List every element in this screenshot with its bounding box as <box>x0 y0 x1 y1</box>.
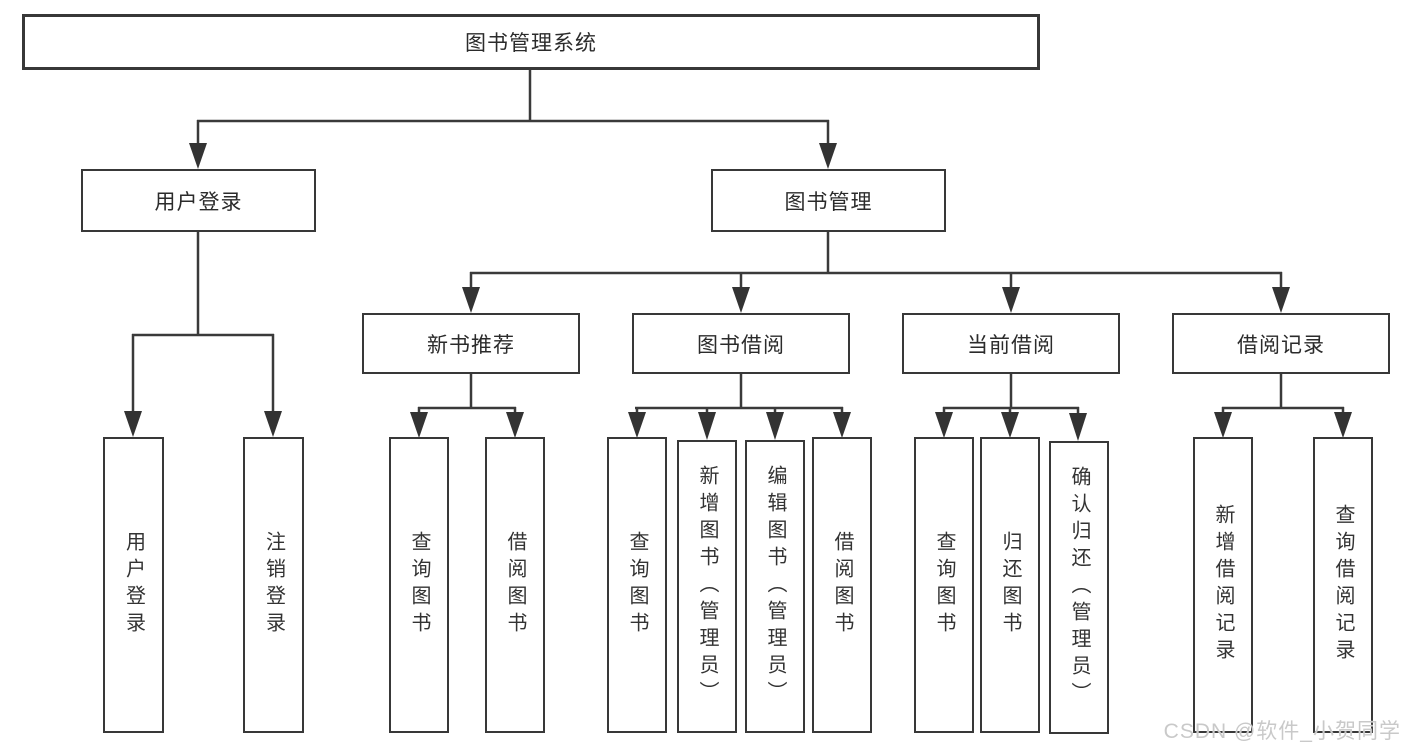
node-label: 用户登录 <box>154 190 243 214</box>
leaf-label: 查询图书 <box>933 531 955 639</box>
leaf-label: 查询图书 <box>408 531 430 639</box>
leaf-add-borrow-record: 新增借阅记录 <box>1193 437 1253 733</box>
leaf-add-book-admin: 新增图书（管理员） <box>677 440 737 733</box>
leaf-logout: 注销登录 <box>243 437 304 733</box>
leaf-label: 查询借阅记录 <box>1332 504 1354 666</box>
leaf-query-borrow-record: 查询借阅记录 <box>1313 437 1373 733</box>
leaf-query-books-borrow: 查询图书 <box>607 437 667 733</box>
leaf-label: 用户登录 <box>122 531 145 639</box>
node-library-system: 图书管理系统 <box>22 14 1040 70</box>
leaf-borrow-books-borrow: 借阅图书 <box>812 437 872 733</box>
leaf-label: 借阅图书 <box>504 531 526 639</box>
leaf-borrow-books-recommend: 借阅图书 <box>485 437 545 733</box>
node-new-book-recommend: 新书推荐 <box>362 313 580 374</box>
leaf-label: 新增借阅记录 <box>1212 504 1234 666</box>
leaf-label: 借阅图书 <box>831 531 853 639</box>
node-label: 借阅记录 <box>1237 333 1325 357</box>
leaf-return-books: 归还图书 <box>980 437 1040 733</box>
leaf-label: 注销登录 <box>262 531 285 639</box>
node-book-borrow: 图书借阅 <box>632 313 850 374</box>
node-label: 图书管理 <box>784 190 873 214</box>
leaf-label: 归还图书 <box>999 531 1021 639</box>
leaf-edit-book-admin: 编辑图书（管理员） <box>745 440 805 733</box>
leaf-label: 确认归还（管理员） <box>1068 466 1090 709</box>
leaf-query-books-current: 查询图书 <box>914 437 974 733</box>
leaf-confirm-return-admin: 确认归还（管理员） <box>1049 441 1109 734</box>
node-label: 新书推荐 <box>427 333 515 357</box>
leaf-label: 查询图书 <box>626 531 648 639</box>
node-current-borrow: 当前借阅 <box>902 313 1120 374</box>
leaf-label: 编辑图书（管理员） <box>764 465 786 708</box>
node-book-management: 图书管理 <box>711 169 946 232</box>
node-user-login: 用户登录 <box>81 169 316 232</box>
node-label: 图书借阅 <box>697 333 785 357</box>
leaf-query-books-recommend: 查询图书 <box>389 437 449 733</box>
node-borrow-records: 借阅记录 <box>1172 313 1390 374</box>
leaf-user-login: 用户登录 <box>103 437 164 733</box>
node-label: 当前借阅 <box>967 333 1055 357</box>
csdn-watermark: CSDN @软件_小贺同学 <box>1163 720 1401 743</box>
arrowheads <box>124 143 1352 441</box>
leaf-label: 新增图书（管理员） <box>696 465 718 708</box>
node-label: 图书管理系统 <box>465 32 597 55</box>
